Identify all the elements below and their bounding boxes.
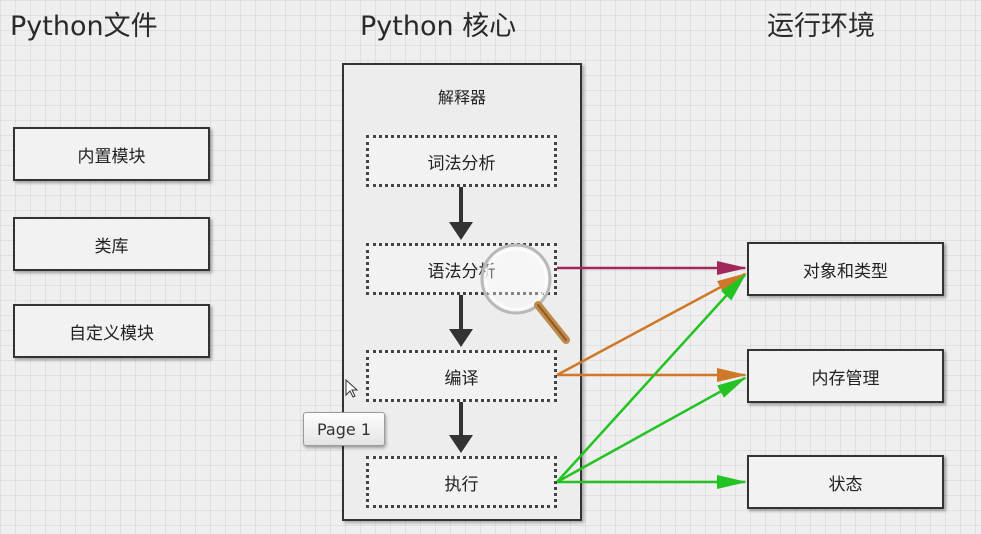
heading-python-core: Python 核心 (360, 11, 517, 42)
stage-syntax-analysis[interactable]: 语法分析 (366, 243, 557, 295)
node-label: 状态 (828, 474, 863, 495)
flow-arrow-syntax-to-compile (449, 295, 473, 347)
node-memory-management[interactable]: 内存管理 (747, 349, 944, 403)
cursor-icon (345, 378, 359, 398)
node-objects-types[interactable]: 对象和类型 (747, 242, 944, 296)
node-label: 内存管理 (811, 368, 880, 389)
magnifier-icon (480, 243, 570, 344)
link-compile-to-objects (556, 272, 747, 377)
stage-label: 编译 (444, 368, 479, 389)
stage-execute[interactable]: 执行 (366, 456, 557, 508)
page-tooltip: Page 1 (303, 412, 385, 446)
stage-label: 执行 (444, 474, 479, 495)
node-label: 类库 (94, 236, 129, 257)
stage-label: 词法分析 (427, 153, 496, 174)
flow-arrow-lex-to-syntax (449, 187, 473, 240)
node-label: 自定义模块 (69, 323, 154, 344)
node-libraries[interactable]: 类库 (13, 217, 210, 271)
heading-runtime: 运行环境 (767, 11, 875, 42)
node-label: 内置模块 (77, 146, 146, 167)
flow-arrow-compile-to-execute (449, 402, 473, 453)
link-execute-to-objects (556, 273, 747, 483)
heading-python-files: Python文件 (10, 11, 158, 42)
stage-compile[interactable]: 编译 (366, 350, 557, 402)
tooltip-label: Page 1 (317, 419, 371, 439)
node-custom-modules[interactable]: 自定义模块 (13, 304, 210, 358)
node-state[interactable]: 状态 (747, 455, 944, 509)
stage-lexical-analysis[interactable]: 词法分析 (366, 135, 557, 187)
node-label: 对象和类型 (803, 261, 888, 282)
stage-label: 语法分析 (427, 261, 496, 282)
link-execute-to-memory (556, 376, 747, 484)
node-builtin-modules[interactable]: 内置模块 (13, 127, 210, 181)
interpreter-title: 解释器 (437, 88, 486, 107)
